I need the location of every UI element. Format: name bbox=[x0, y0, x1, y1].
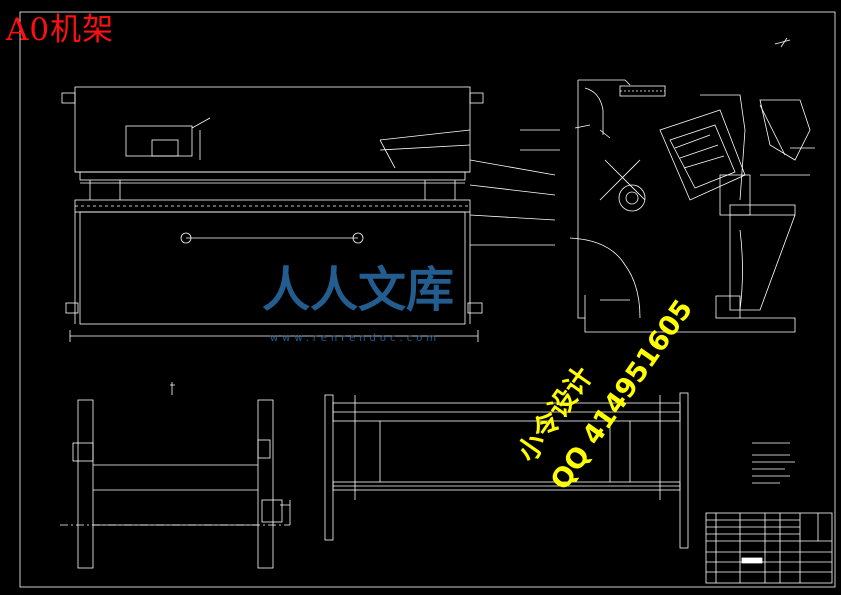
front-view bbox=[61, 86, 556, 342]
watermark-url: www.renrendoc.com bbox=[270, 333, 441, 344]
technical-notes bbox=[752, 442, 795, 484]
title-block bbox=[705, 512, 833, 584]
drawing-title: A0机架 bbox=[6, 12, 115, 48]
corner-mark bbox=[774, 37, 791, 48]
top-view bbox=[324, 392, 689, 549]
sheet-border bbox=[19, 11, 836, 588]
section-view bbox=[60, 382, 291, 569]
watermark-name: 人人文库 bbox=[262, 262, 455, 318]
side-view bbox=[520, 79, 815, 333]
